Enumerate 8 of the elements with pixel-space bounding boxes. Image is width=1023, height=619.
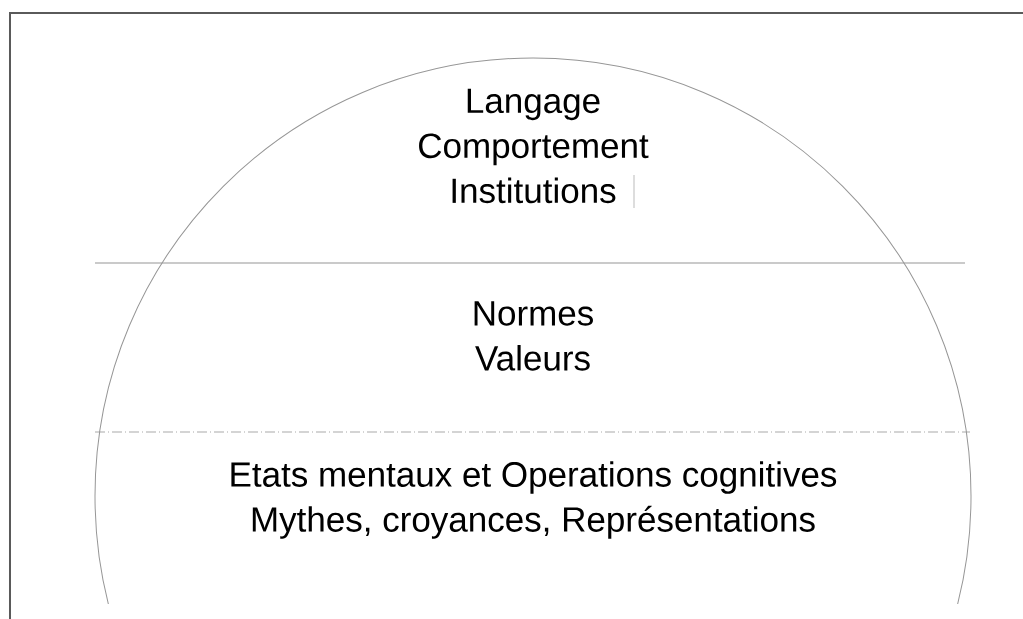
band-text: Mythes, croyances, Représentations bbox=[252, 505, 815, 539]
band-text: Institutions bbox=[452, 177, 616, 204]
band-text: Etats mentaux et Operations cognitives bbox=[231, 461, 837, 494]
band-text: Normes bbox=[474, 301, 593, 326]
band-text: Valeurs bbox=[475, 345, 590, 371]
circle-outline bbox=[94, 57, 972, 604]
band-text: Comportement bbox=[419, 133, 649, 166]
band-text: Langage bbox=[467, 88, 600, 121]
